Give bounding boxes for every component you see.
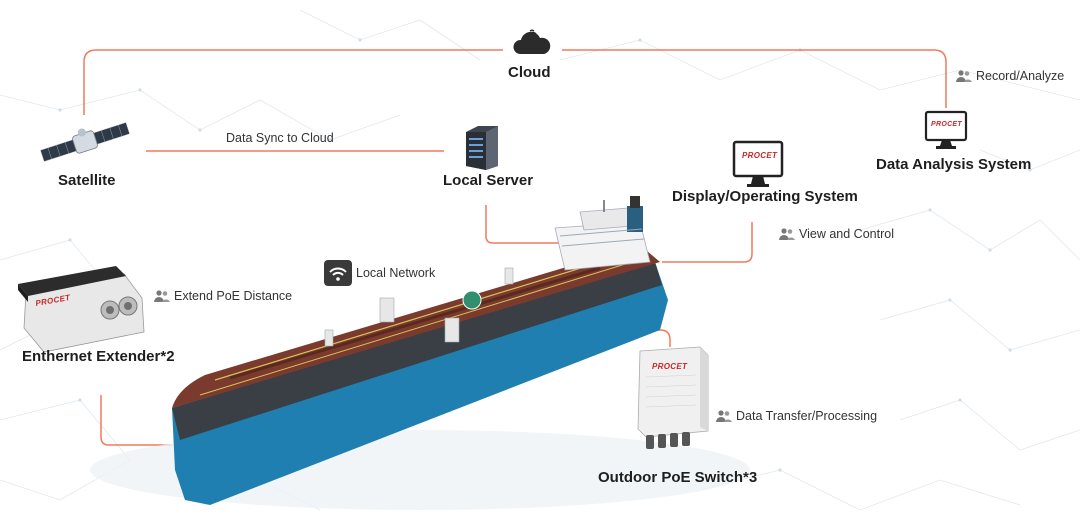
extender-label: Enthernet Extender*2	[22, 348, 175, 365]
view-control-text: View and Control	[799, 227, 894, 241]
ethernet-extender-device: PROCET	[18, 266, 145, 353]
cloud-icon	[513, 29, 551, 54]
link-display-ship	[662, 222, 753, 263]
link-extender-ship	[100, 395, 172, 446]
users-icon	[154, 290, 170, 302]
local-server-icon	[466, 126, 498, 170]
extend-poe-annotation: Extend PoE Distance	[154, 289, 292, 303]
link-ship-switch	[490, 329, 671, 347]
record-analyze-annotation: Record/Analyze	[956, 69, 1064, 83]
link-satellite-cloud	[83, 49, 503, 115]
procet-logo-analysis: PROCET	[931, 121, 962, 128]
users-icon	[716, 410, 732, 422]
data-analysis-monitor-icon: PROCET	[924, 110, 968, 149]
poe-switch-label: Outdoor PoE Switch*3	[598, 469, 758, 486]
local-server-label: Local Server	[443, 172, 534, 189]
oil-tanker-ship	[90, 196, 750, 510]
data-transfer-annotation: Data Transfer/Processing	[716, 409, 877, 423]
local-network-label: Local Network	[356, 266, 436, 280]
link-server-ship	[485, 205, 560, 244]
extend-poe-text: Extend PoE Distance	[174, 289, 293, 303]
cloud-label: Cloud	[508, 64, 551, 81]
display-monitor-icon: PROCET	[732, 140, 784, 187]
satellite-icon	[40, 122, 130, 162]
satellite-label: Satellite	[58, 172, 116, 189]
procet-logo-switch: PROCET	[652, 362, 688, 371]
data-transfer-text: Data Transfer/Processing	[736, 409, 878, 423]
display-system-label: Display/Operating System	[672, 188, 858, 205]
data-analysis-label: Data Analysis System	[876, 156, 1032, 173]
link-cloud-analysis	[562, 49, 947, 108]
users-icon	[779, 228, 795, 240]
procet-logo-display: PROCET	[742, 151, 778, 160]
data-sync-label: Data Sync to Cloud	[226, 131, 334, 145]
view-control-annotation: View and Control	[779, 227, 894, 241]
outdoor-poe-switch-device: PROCET	[637, 346, 709, 449]
users-icon	[956, 70, 972, 82]
wifi-icon	[324, 260, 352, 286]
record-analyze-text: Record/Analyze	[976, 69, 1065, 83]
